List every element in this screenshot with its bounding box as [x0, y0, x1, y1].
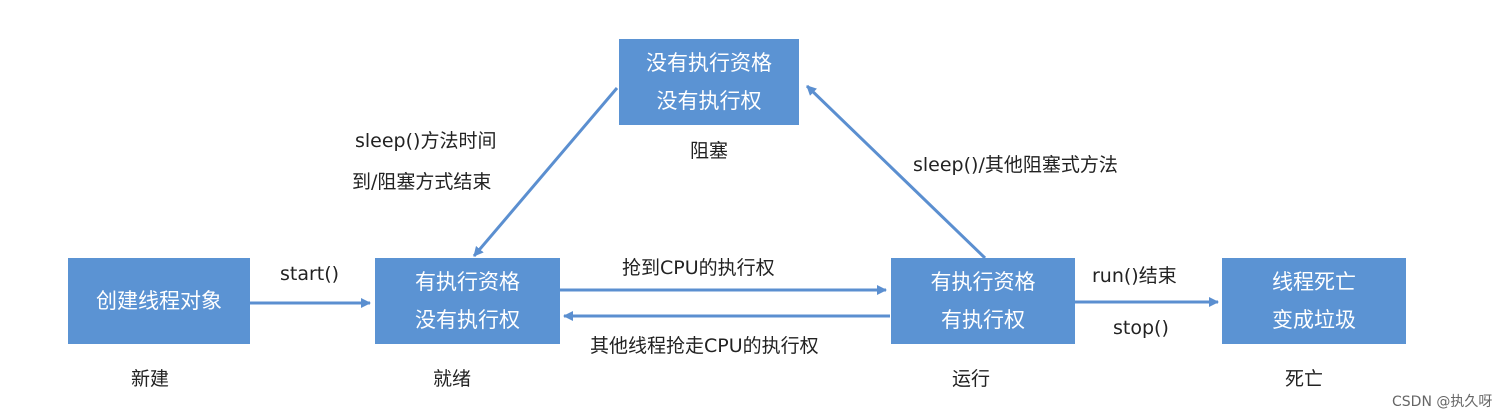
state-blocked-line1: 没有执行资格 [646, 51, 772, 75]
arrow-from-blocked [472, 87, 619, 257]
label-stop: stop() [1113, 317, 1169, 339]
state-dead-box: 线程死亡 变成垃圾 [1222, 258, 1406, 344]
state-running-line2: 有执行权 [941, 308, 1025, 332]
state-running-box: 有执行资格 有执行权 [891, 258, 1075, 344]
state-ready-line2: 没有执行权 [415, 308, 520, 332]
state-running-line1: 有执行资格 [930, 270, 1036, 294]
state-dead-line1: 线程死亡 [1272, 270, 1356, 294]
label-lose-cpu: 其他线程抢走CPU的执行权 [590, 335, 819, 357]
state-new-box: 创建线程对象 [68, 258, 250, 344]
state-blocked-box: 没有执行资格 没有执行权 [619, 39, 799, 125]
label-grab-cpu: 抢到CPU的执行权 [622, 257, 775, 279]
caption-blocked: 阻塞 [690, 140, 729, 162]
state-ready-line1: 有执行资格 [415, 270, 520, 294]
label-run-end: run()结束 [1092, 265, 1177, 287]
caption-running: 运行 [952, 368, 991, 390]
watermark: CSDN @执久呀 [1392, 394, 1493, 410]
label-to-blocked: sleep()/其他阻塞式方法 [913, 154, 1118, 176]
caption-new: 新建 [131, 368, 170, 390]
state-blocked-line2: 没有执行权 [656, 89, 762, 113]
caption-ready: 就绪 [433, 368, 472, 390]
label-from-blocked-2: 到/阻塞方式结束 [352, 171, 492, 193]
state-new-text: 创建线程对象 [96, 289, 222, 313]
label-start: start() [280, 263, 340, 285]
caption-dead: 死亡 [1285, 368, 1324, 390]
state-ready-box: 有执行资格 没有执行权 [375, 258, 560, 344]
label-from-blocked-1: sleep()方法时间 [355, 130, 497, 152]
arrow-to-blocked [805, 84, 987, 260]
state-dead-line2: 变成垃圾 [1272, 308, 1356, 332]
